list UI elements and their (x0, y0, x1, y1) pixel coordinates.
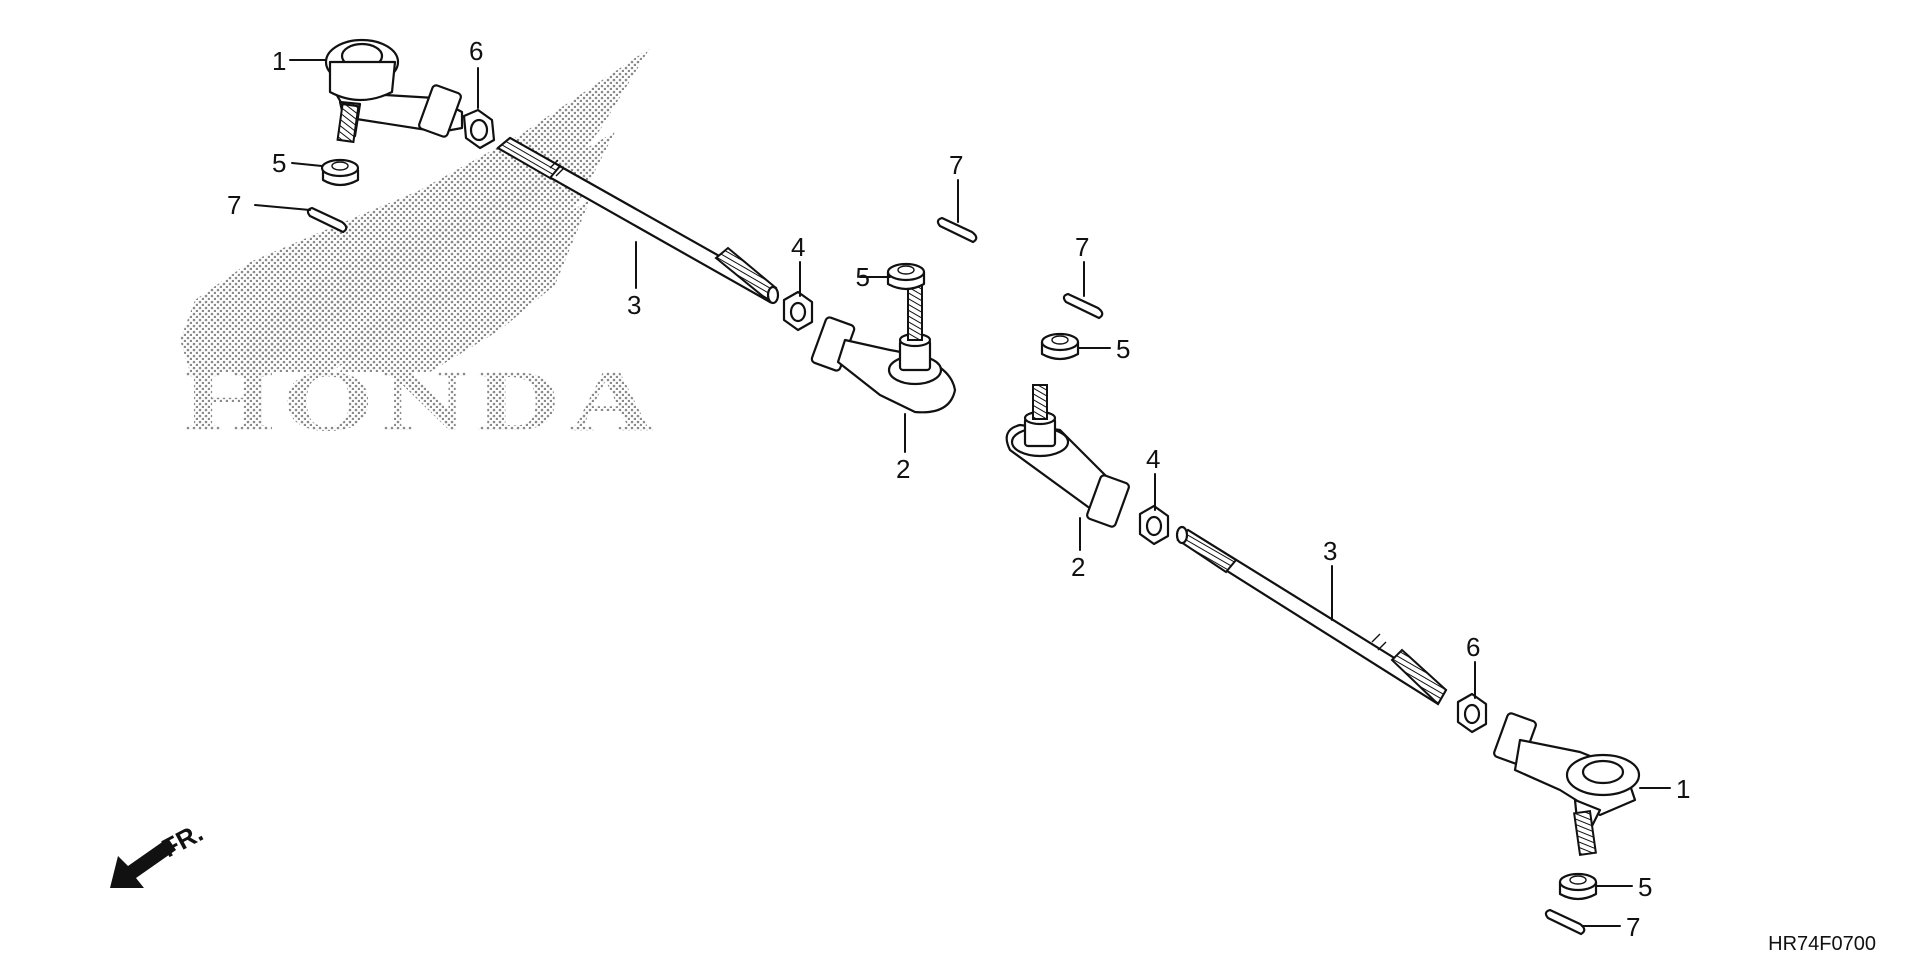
tie-rod-end-outer-left (324, 38, 464, 144)
callout-7-left-top: 7 (227, 190, 241, 220)
callout-3-right: 3 (1323, 536, 1337, 566)
callout-7-right-bottom: 7 (1626, 912, 1640, 942)
jam-nut-left (782, 290, 814, 332)
callout-5-right-bottom: 5 (1638, 872, 1652, 902)
callout-1-left: 1 (272, 46, 286, 76)
callout-4-right: 4 (1146, 444, 1160, 474)
jam-nut-right (1138, 504, 1170, 546)
callout-6-left: 6 (469, 36, 483, 66)
honda-watermark-text: HONDA (182, 353, 662, 450)
tie-rod-end-inner-right (1005, 384, 1130, 528)
callout-6-right: 6 (1466, 632, 1480, 662)
cotter-pin-right-bottom (1544, 908, 1586, 936)
castle-nut-mid-left (886, 262, 926, 291)
callout-7-mid-right: 7 (1075, 232, 1089, 262)
callout-2-right: 2 (1071, 552, 1085, 582)
callout-5-mid-right: 5 (1116, 334, 1130, 364)
figure-code: HR74F0700 (1768, 933, 1876, 955)
lock-nut-left (462, 108, 496, 150)
lock-nut-right (1456, 692, 1488, 734)
cotter-pin-mid-right (1062, 292, 1104, 320)
cotter-pin-left-top (306, 206, 348, 234)
tie-rod-right (1175, 525, 1448, 706)
callout-7-mid-left: 7 (949, 150, 963, 180)
front-direction-arrow-icon (110, 838, 176, 888)
castle-nut-right-bottom (1558, 872, 1598, 901)
callout-5-left-top: 5 (272, 148, 286, 178)
leader-lines (254, 59, 1671, 927)
cotter-pin-mid-left (936, 216, 978, 244)
callout-5-mid-left: 5 (856, 262, 870, 292)
tie-rod-end-inner-left (810, 281, 957, 414)
honda-wing-watermark (180, 48, 650, 372)
callout-3-left: 3 (627, 290, 641, 320)
callout-1-right: 1 (1676, 774, 1690, 804)
callout-4-left: 4 (791, 232, 805, 262)
tie-rod-end-outer-right (1493, 712, 1641, 857)
castle-nut-mid-right (1040, 332, 1080, 361)
tie-rod-left (496, 136, 780, 305)
castle-nut-left-top (320, 158, 360, 187)
callout-2-left: 2 (896, 454, 910, 484)
